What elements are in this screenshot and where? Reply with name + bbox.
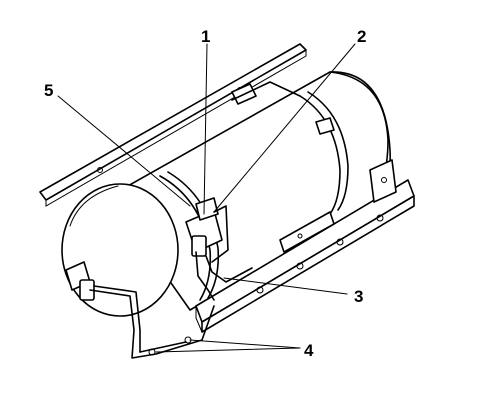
leader-3 <box>223 277 348 295</box>
leader-lines <box>57 43 356 353</box>
upper-frame-rail <box>39 43 307 207</box>
leader-1 <box>203 43 208 215</box>
front-strap <box>159 175 212 301</box>
rear-strap <box>299 95 341 215</box>
callout-1: 1 <box>201 27 210 46</box>
callout-5: 5 <box>44 81 53 100</box>
leader-4b <box>189 339 301 349</box>
leader-4a <box>155 347 301 353</box>
fuel-lines <box>65 261 215 359</box>
leader-5 <box>57 95 191 207</box>
callout-4: 4 <box>304 341 314 360</box>
callout-labels: 1 2 3 4 5 <box>44 27 366 360</box>
fuel-tank <box>61 71 391 317</box>
lower-frame-rail <box>195 159 415 333</box>
leader-2 <box>213 43 356 213</box>
valve-assembly <box>185 197 253 301</box>
callout-3: 3 <box>354 287 363 306</box>
callout-2: 2 <box>357 27 366 46</box>
